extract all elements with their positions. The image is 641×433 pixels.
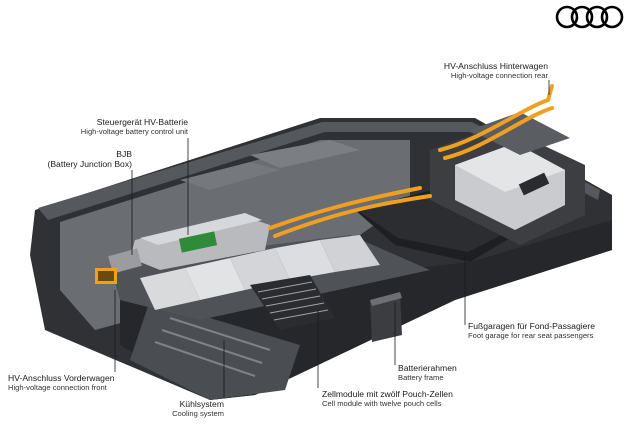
label-cooling-de: Kühlsystem (179, 399, 224, 409)
control-unit (108, 213, 270, 274)
label-cell-module-en: Cell module with twelve pouch cells (322, 398, 442, 408)
cell-modules (110, 235, 430, 330)
label-front-connection: HV-Anschluss Vorderwagen High-voltage co… (8, 373, 115, 393)
front-connector (95, 268, 117, 284)
label-frame-en: Battery frame (398, 372, 444, 382)
label-bjb-de: BJB (116, 149, 132, 159)
label-cell-module-de: Zellmodule mit zwölf Pouch-Zellen (322, 389, 453, 399)
label-control-unit: Steuergerät HV-Batterie High-voltage bat… (60, 117, 188, 137)
label-frame: Batterierahmen Battery frame (398, 363, 457, 383)
label-foot-garage-de: Fußgaragen für Fond-Passagiere (468, 321, 596, 331)
label-bjb-en: (Battery Junction Box) (47, 158, 132, 169)
label-rear-connection: HV-Anschluss Hinterwagen High-voltage co… (430, 61, 548, 81)
label-bjb: BJB (Battery Junction Box) (30, 149, 132, 170)
label-foot-garage-en: Foot garage for rear seat passengers (468, 330, 594, 340)
rear-module-stack (430, 112, 585, 245)
label-cooling-en: Cooling system (172, 408, 224, 418)
label-control-unit-en: High-voltage battery control unit (80, 126, 188, 136)
label-frame-de: Batterierahmen (398, 363, 457, 373)
four-rings-logo (555, 5, 624, 29)
label-cooling: Kühlsystem Cooling system (150, 399, 224, 419)
label-foot-garage: Fußgaragen für Fond-Passagiere Foot gara… (468, 321, 596, 341)
label-front-connection-en: High-voltage connection front (8, 382, 107, 392)
leader-lines (114, 80, 550, 398)
label-control-unit-de: Steuergerät HV-Batterie (96, 117, 188, 127)
hv-cables (268, 84, 554, 238)
label-rear-connection-en: High-voltage connection rear (450, 70, 548, 80)
label-front-connection-de: HV-Anschluss Vorderwagen (8, 373, 115, 383)
label-cell-module: Zellmodule mit zwölf Pouch-Zellen Cell m… (322, 389, 453, 409)
label-rear-connection-de: HV-Anschluss Hinterwagen (443, 61, 548, 71)
